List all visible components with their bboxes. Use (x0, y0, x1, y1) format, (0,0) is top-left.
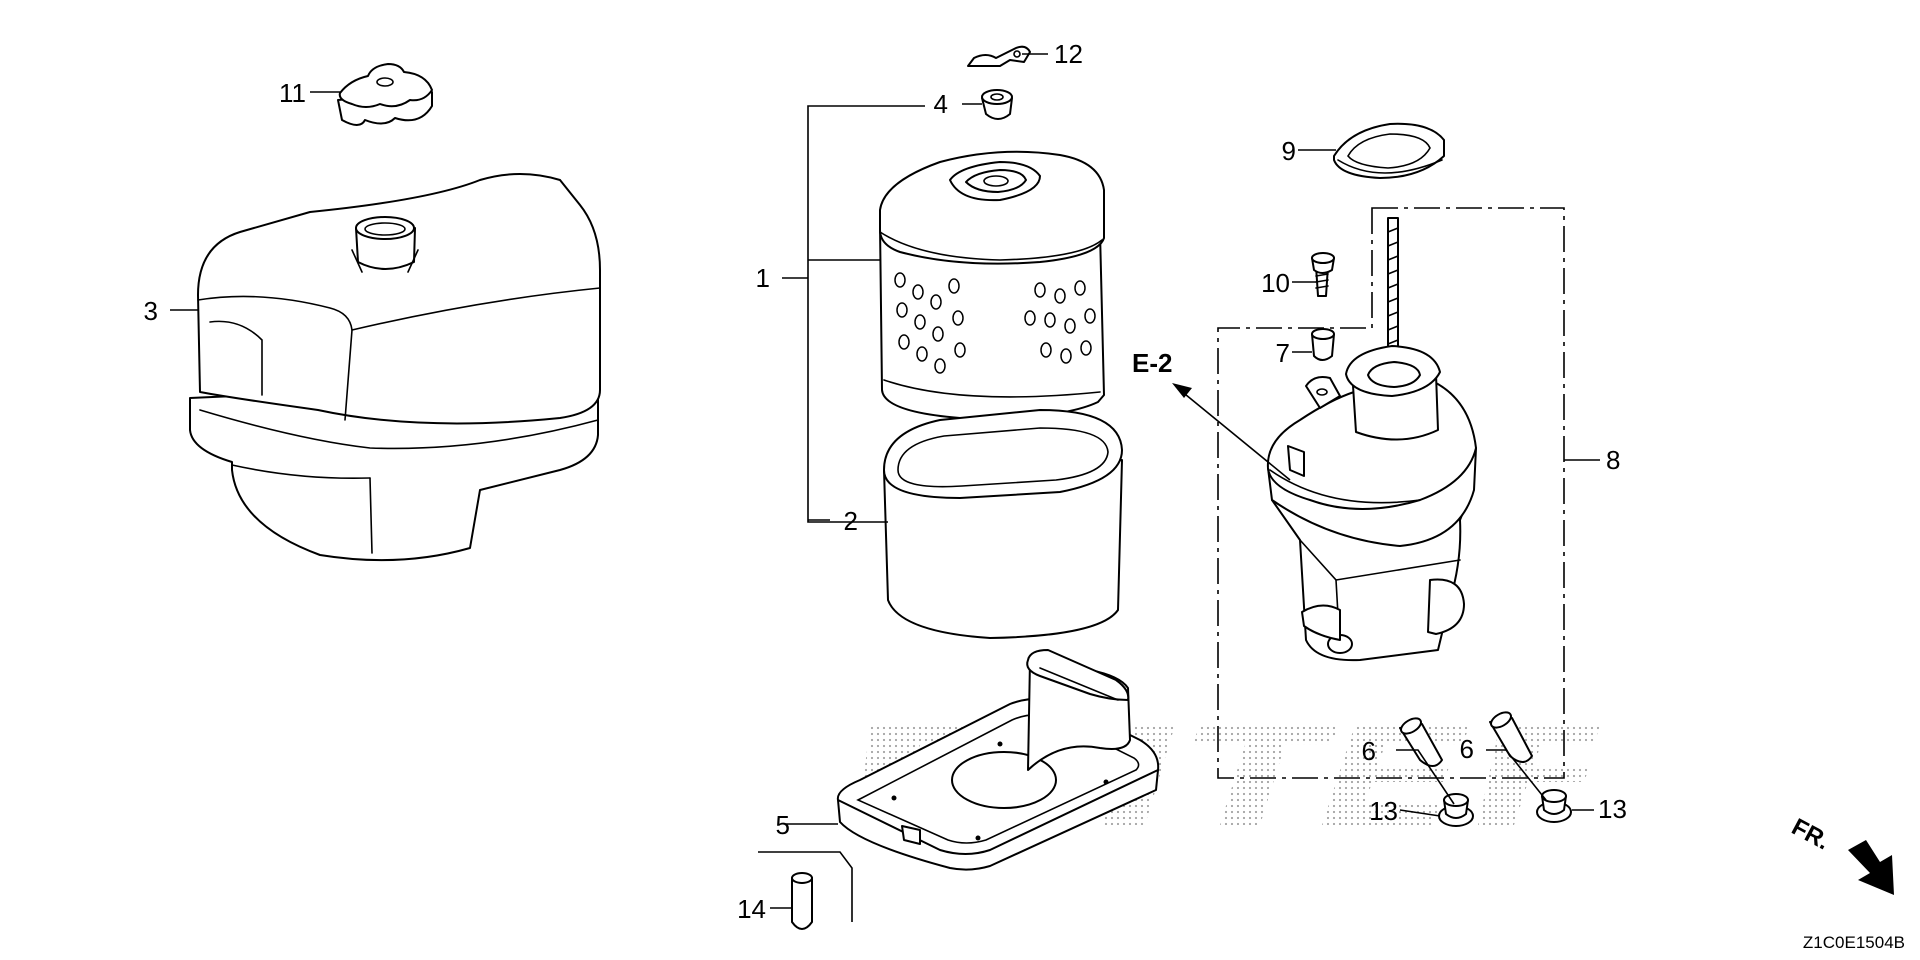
reference-label-e2: E-2 (1132, 348, 1172, 378)
foam-pre-filter (883, 409, 1123, 639)
callout-14: 14 (737, 894, 766, 924)
callout-labels: 1 2 3 4 5 6 6 7 8 9 10 11 12 13 13 14 (144, 39, 1627, 924)
flange-nut-left (1438, 793, 1474, 827)
air-cleaner-base (836, 649, 1160, 871)
flange-nut-right (1536, 789, 1572, 823)
bolt-part (1311, 252, 1335, 297)
stud-threads (1387, 227, 1399, 359)
callout-7: 7 (1276, 338, 1290, 368)
fuel-cap (337, 63, 433, 126)
callout-11: 11 (279, 78, 306, 108)
callout-1: 1 (756, 263, 770, 293)
grommet-part (981, 89, 1013, 120)
clip-part (967, 45, 1031, 67)
front-direction-arrow-icon (1848, 840, 1894, 895)
gasket-ring (1333, 122, 1445, 179)
fuel-tank (189, 173, 601, 562)
collar-part (1311, 328, 1335, 361)
drain-tube (758, 851, 853, 930)
callout-3: 3 (144, 296, 158, 326)
air-filter-element (879, 150, 1105, 420)
callout-12: 12 (1054, 39, 1083, 69)
front-direction-indicator: FR. (1787, 813, 1894, 895)
callout-6-left: 6 (1362, 736, 1376, 766)
callout-4: 4 (934, 89, 948, 119)
callout-2: 2 (844, 506, 858, 536)
callout-6-right: 6 (1460, 734, 1474, 764)
callout-10: 10 (1261, 268, 1290, 298)
front-direction-label: FR. (1787, 813, 1834, 855)
callout-9: 9 (1282, 136, 1296, 166)
spacer-left (1399, 717, 1443, 767)
leader-lines (170, 53, 1600, 909)
filter-holes (894, 272, 1096, 374)
callout-5: 5 (776, 810, 790, 840)
callout-13-left: 13 (1369, 796, 1398, 826)
callout-13-right: 13 (1598, 794, 1627, 824)
callout-8: 8 (1606, 445, 1620, 475)
drawing-code: Z1C0E1504B (1803, 933, 1905, 952)
air-intake-assembly (1266, 217, 1477, 662)
